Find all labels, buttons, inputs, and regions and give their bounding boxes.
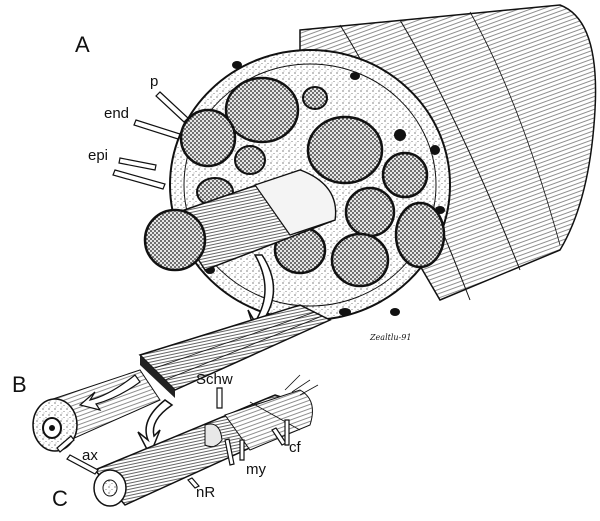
panel-label-c: C xyxy=(52,486,68,511)
panel-b-fiber-section xyxy=(32,369,161,452)
curved-arrow-b-to-c xyxy=(137,399,174,457)
fiber-bundle-strand xyxy=(138,304,332,398)
extracted-fascicle xyxy=(143,169,337,272)
fascicles xyxy=(179,76,446,288)
panel-label-b: B xyxy=(12,372,27,397)
label-node-of-ranvier: nR xyxy=(196,484,216,501)
label-endoneurium: end xyxy=(104,105,130,122)
label-perineurium: p xyxy=(150,73,159,90)
panel-c-myelinated-axon xyxy=(93,374,319,507)
label-epineurium: epi xyxy=(88,147,109,164)
label-schwann-cell: Schw xyxy=(196,371,233,388)
label-axon: ax xyxy=(82,447,98,464)
label-pointers xyxy=(56,91,290,489)
label-collagen-fibers: cf xyxy=(289,439,301,456)
artist-signature: Zealtlu-91 xyxy=(370,333,412,342)
label-myelin: my xyxy=(246,461,266,478)
panel-label-a: A xyxy=(75,32,90,57)
